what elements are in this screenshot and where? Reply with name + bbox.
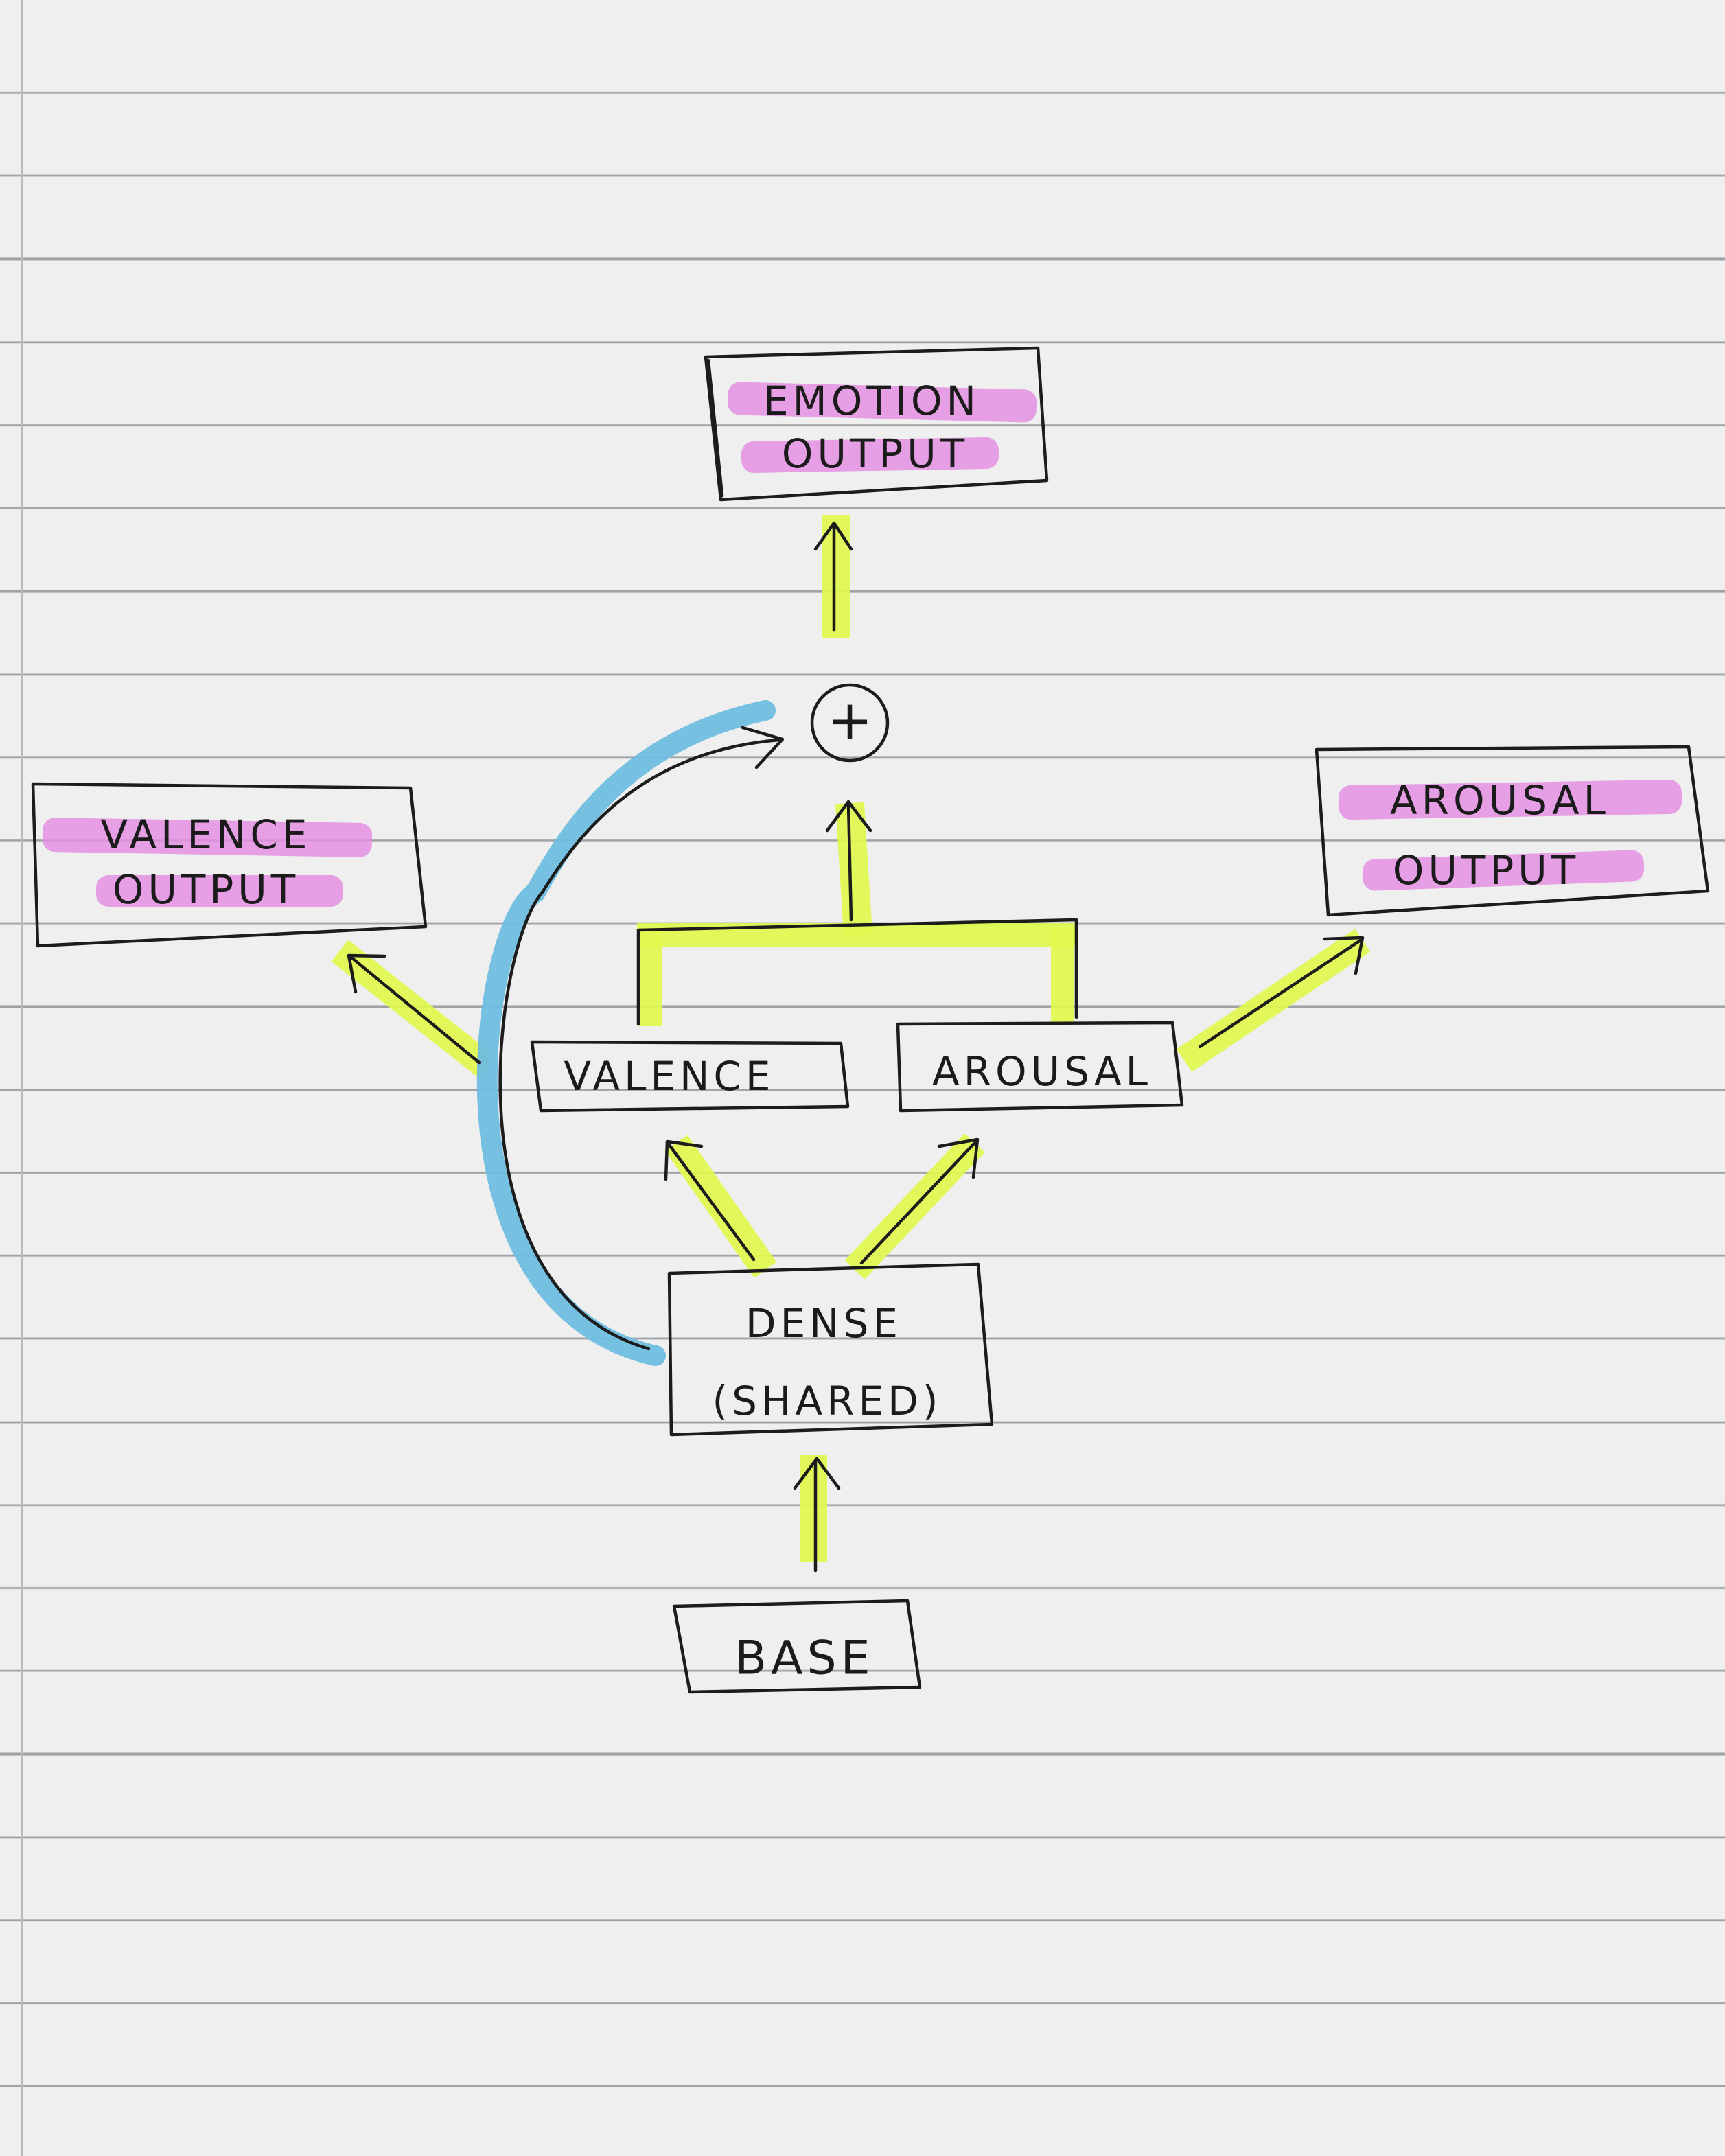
- base-label: BASE: [734, 1632, 874, 1686]
- arousal-output-box: [1315, 745, 1710, 917]
- valence-output-label-highlight: [42, 818, 373, 857]
- base-box: [672, 1599, 922, 1694]
- dense-shared-box: [667, 1262, 994, 1437]
- arousal-label: AROUSAL: [932, 1048, 1152, 1095]
- skip-connection-arrow: [498, 738, 781, 1351]
- arousal-output-word-highlight: [1362, 850, 1645, 891]
- skip-connection-arrowhead: [741, 726, 785, 769]
- valence-to-output-arrow: [349, 955, 481, 1065]
- dense-label: DENSE: [745, 1300, 902, 1347]
- bracket-to-add-highlight: [835, 802, 872, 936]
- add-operator-symbol: +: [826, 688, 872, 752]
- dense-to-valence-highlight: [664, 1135, 777, 1278]
- skip-connection-highlight: [476, 700, 776, 1366]
- arousal-box: [896, 1021, 1184, 1113]
- valence-output-label-line1: VALENCE: [100, 811, 311, 858]
- bracket-ink: [636, 918, 1078, 1026]
- arousal-output-label-line2: OUTPUT: [1393, 847, 1579, 894]
- valence-box: [530, 1040, 850, 1113]
- ink-boxes: [31, 346, 1710, 1694]
- valence-output-label-line2: OUTPUT: [113, 866, 299, 913]
- dense-to-arousal-arrowhead: [937, 1137, 980, 1179]
- emotion-output-box: [704, 346, 1049, 502]
- dense-to-valence-arrow: [667, 1143, 756, 1262]
- emotion-output-label-line2: OUTPUT: [782, 430, 969, 477]
- emotion-output-box-stroke: [706, 358, 724, 498]
- arousal-to-output-arrow: [1198, 938, 1363, 1049]
- emotion-label-highlight: [727, 382, 1037, 423]
- add-operator-circle: [810, 683, 890, 763]
- bracket-to-add-arrowhead: [825, 800, 872, 833]
- valence-output-box: [31, 782, 428, 948]
- add-operator: +: [810, 683, 890, 763]
- dense-to-valence-arrowhead: [664, 1139, 704, 1181]
- arousal-output-label-line1: AROUSAL: [1390, 777, 1610, 824]
- add-to-emotion-arrowhead: [813, 521, 853, 551]
- dense-to-arousal-arrow: [859, 1141, 977, 1265]
- pink-label-highlights: [42, 382, 1682, 907]
- arousal-output-label-highlight: [1338, 779, 1682, 820]
- shared-label: (SHARED): [713, 1378, 942, 1424]
- bracket-to-add-arrow: [846, 802, 853, 922]
- valence-label: VALENCE: [564, 1053, 774, 1100]
- ink-arrows: [347, 521, 1365, 1573]
- emotion-output-label-line1: EMOTION: [763, 378, 980, 424]
- base-to-dense-arrowhead: [793, 1457, 841, 1490]
- paper-margin-line: [21, 0, 23, 2156]
- node-labels: EMOTION OUTPUT VALENCE OUTPUT AROUSAL OU…: [100, 378, 1610, 1686]
- arousal-to-output-arrowhead: [1323, 936, 1365, 975]
- valence-output-word-highlight: [96, 875, 343, 907]
- valence-to-output-arrowhead: [347, 953, 386, 994]
- output-label-highlight: [741, 437, 999, 473]
